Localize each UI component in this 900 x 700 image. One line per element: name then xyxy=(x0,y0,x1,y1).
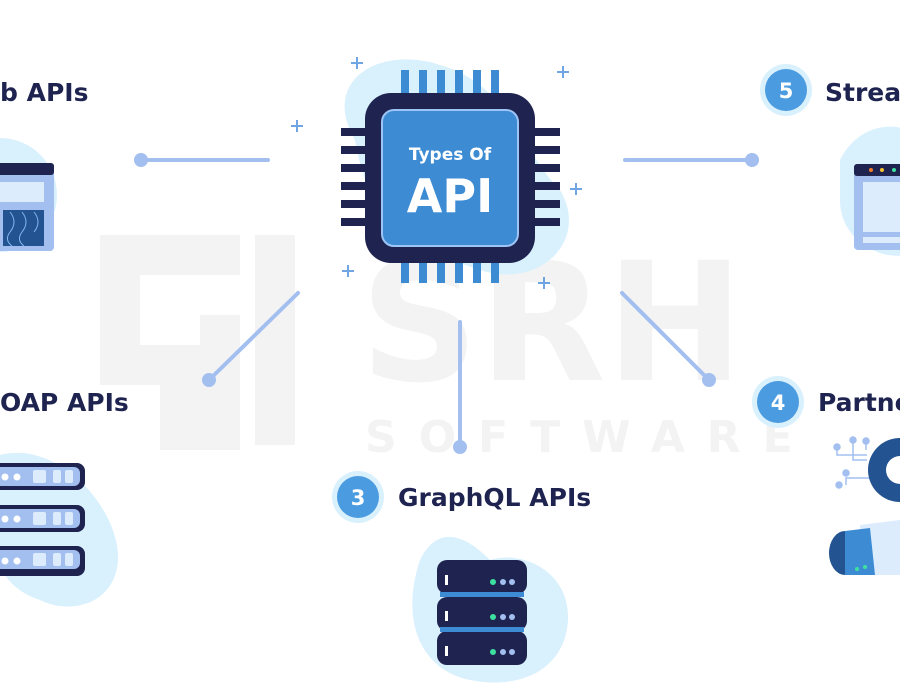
handshake-icon xyxy=(829,520,900,575)
connector-dot xyxy=(134,153,148,167)
badge-number: 3 xyxy=(351,486,366,510)
item-label: GraphQL APIs xyxy=(398,483,591,512)
item-label: Strea xyxy=(825,78,900,107)
watermark-sub: SOFTWARE xyxy=(365,412,815,463)
connector-dot xyxy=(453,440,467,454)
badge-number: 5 xyxy=(779,79,794,103)
item-web-apis: b APIs xyxy=(0,78,88,252)
item-partner-apis: 4 Partne xyxy=(752,376,900,575)
item-streaming-apis: 5 Strea xyxy=(760,64,900,256)
connector-partner xyxy=(620,291,711,382)
connector-soap xyxy=(207,291,300,382)
connectors xyxy=(134,153,759,454)
item-label: b APIs xyxy=(0,78,88,107)
browser-window-icon xyxy=(0,163,54,251)
sparkle-icons xyxy=(291,57,582,289)
badge-number: 4 xyxy=(771,391,786,415)
item-label: Partne xyxy=(818,388,900,417)
item-soap-apis: OAP APIs xyxy=(0,388,129,607)
browser-window-icon xyxy=(854,164,900,250)
database-server-icon xyxy=(437,560,527,665)
connector-dot xyxy=(745,153,759,167)
item-label: OAP APIs xyxy=(0,388,129,417)
connector-dot xyxy=(202,373,216,387)
gear-icon xyxy=(868,438,900,502)
chip-title-line2: API xyxy=(407,169,493,223)
api-chip-icon: Types Of API xyxy=(341,59,569,283)
item-graphql-apis: 3 GraphQL APIs xyxy=(332,471,591,683)
server-rack-icon xyxy=(0,463,85,576)
connector-dot xyxy=(702,373,716,387)
chip-title-line1: Types Of xyxy=(409,145,492,165)
circuit-icon xyxy=(833,436,870,488)
